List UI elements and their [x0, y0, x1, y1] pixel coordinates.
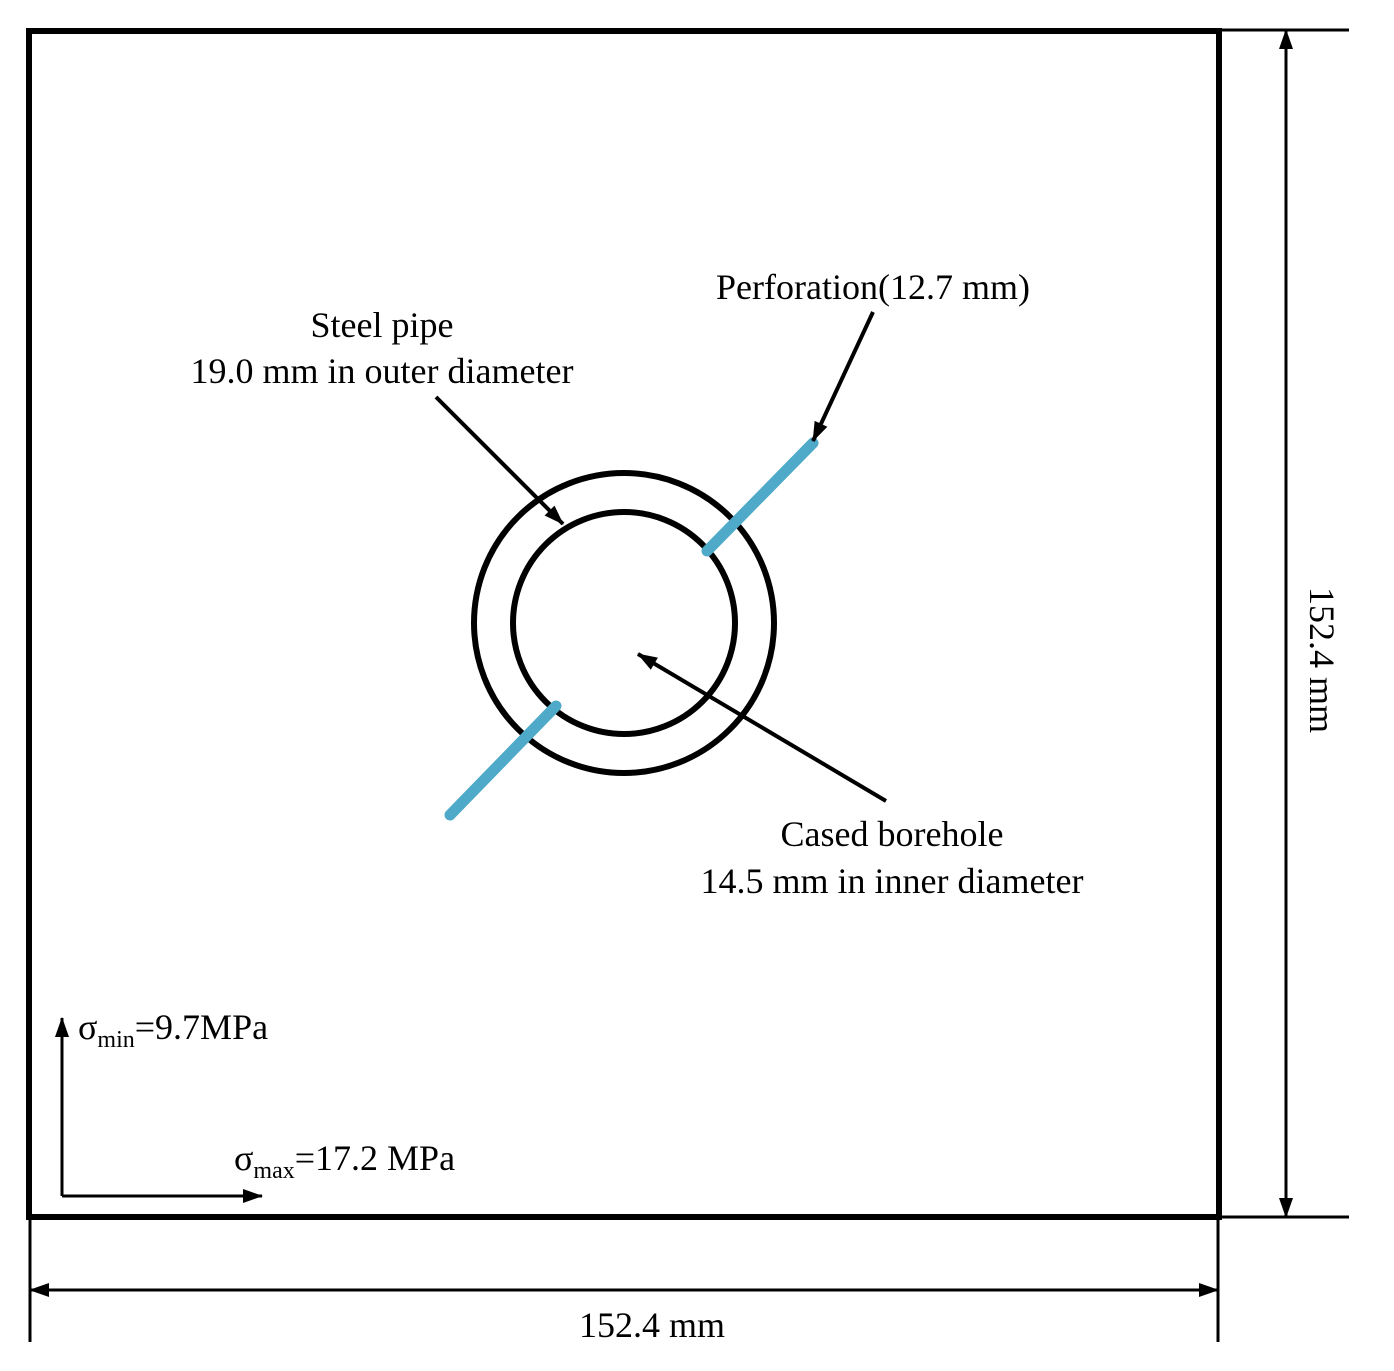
perforation-lower-left: [444, 700, 562, 821]
specimen-boundary: [26, 28, 1222, 1220]
sigma-max-value: =17.2 MPa: [295, 1138, 455, 1178]
sigma-min-value: =9.7MPa: [135, 1007, 268, 1047]
steel-pipe-leader-arrow: [434, 395, 565, 526]
borehole-title: Cased borehole: [781, 814, 1004, 854]
perforation-leader-arrow: [811, 311, 875, 442]
steel-pipe-title: Steel pipe: [311, 305, 454, 345]
steel-pipe-outer-circle: [471, 470, 777, 776]
borehole-dimension: 14.5 mm in inner diameter: [701, 861, 1084, 901]
height-dimension-label: 152.4 mm: [1302, 587, 1342, 733]
perforation-upper-right: [701, 437, 819, 557]
sigma-max-label: σmax=17.2 MPa: [234, 1138, 455, 1184]
borehole-inner-circle: [510, 509, 738, 737]
width-dimension-label: 152.4 mm: [579, 1305, 725, 1345]
sigma-min-subscript: min: [97, 1027, 134, 1053]
sigma-max-symbol: σ: [234, 1138, 253, 1178]
perforation-label: Perforation(12.7 mm): [716, 267, 1030, 307]
sigma-min-symbol: σ: [78, 1007, 97, 1047]
sigma-min-label: σmin=9.7MPa: [78, 1007, 268, 1053]
borehole-leader-arrow: [636, 652, 888, 803]
steel-pipe-dimension: 19.0 mm in outer diameter: [191, 351, 574, 391]
sigma-max-subscript: max: [253, 1158, 294, 1184]
